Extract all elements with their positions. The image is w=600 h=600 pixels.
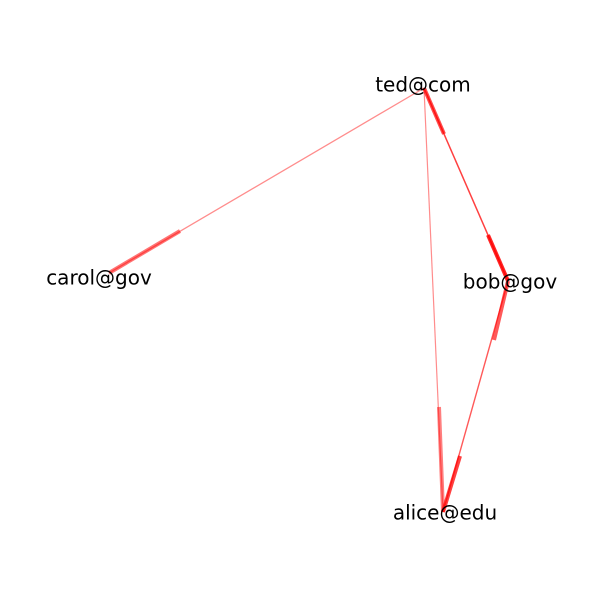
node-label-alice: alice@edu — [393, 501, 497, 525]
arrowhead-ted-bob-at-ted — [422, 87, 446, 135]
edge-bob-alice — [441, 280, 510, 513]
arrowhead-bob-alice-at-alice — [441, 455, 462, 513]
edge-ted-alice — [423, 87, 445, 513]
arrowhead-ted-bob-at-bob — [486, 234, 510, 282]
node-label-bob: bob@gov — [463, 270, 558, 294]
arrowhead-bob-alice-at-bob — [492, 280, 510, 341]
node-label-ted: ted@com — [375, 73, 471, 97]
arrowhead-ted-carol — [107, 229, 182, 275]
arrowhead-ted-alice — [437, 406, 445, 513]
edge-ted-carol — [107, 87, 425, 275]
edge-layer — [107, 87, 510, 513]
node-label-layer: ted@com carol@gov bob@gov alice@edu — [46, 73, 557, 525]
edge-ted-bob — [422, 87, 510, 282]
node-label-carol: carol@gov — [46, 266, 152, 290]
